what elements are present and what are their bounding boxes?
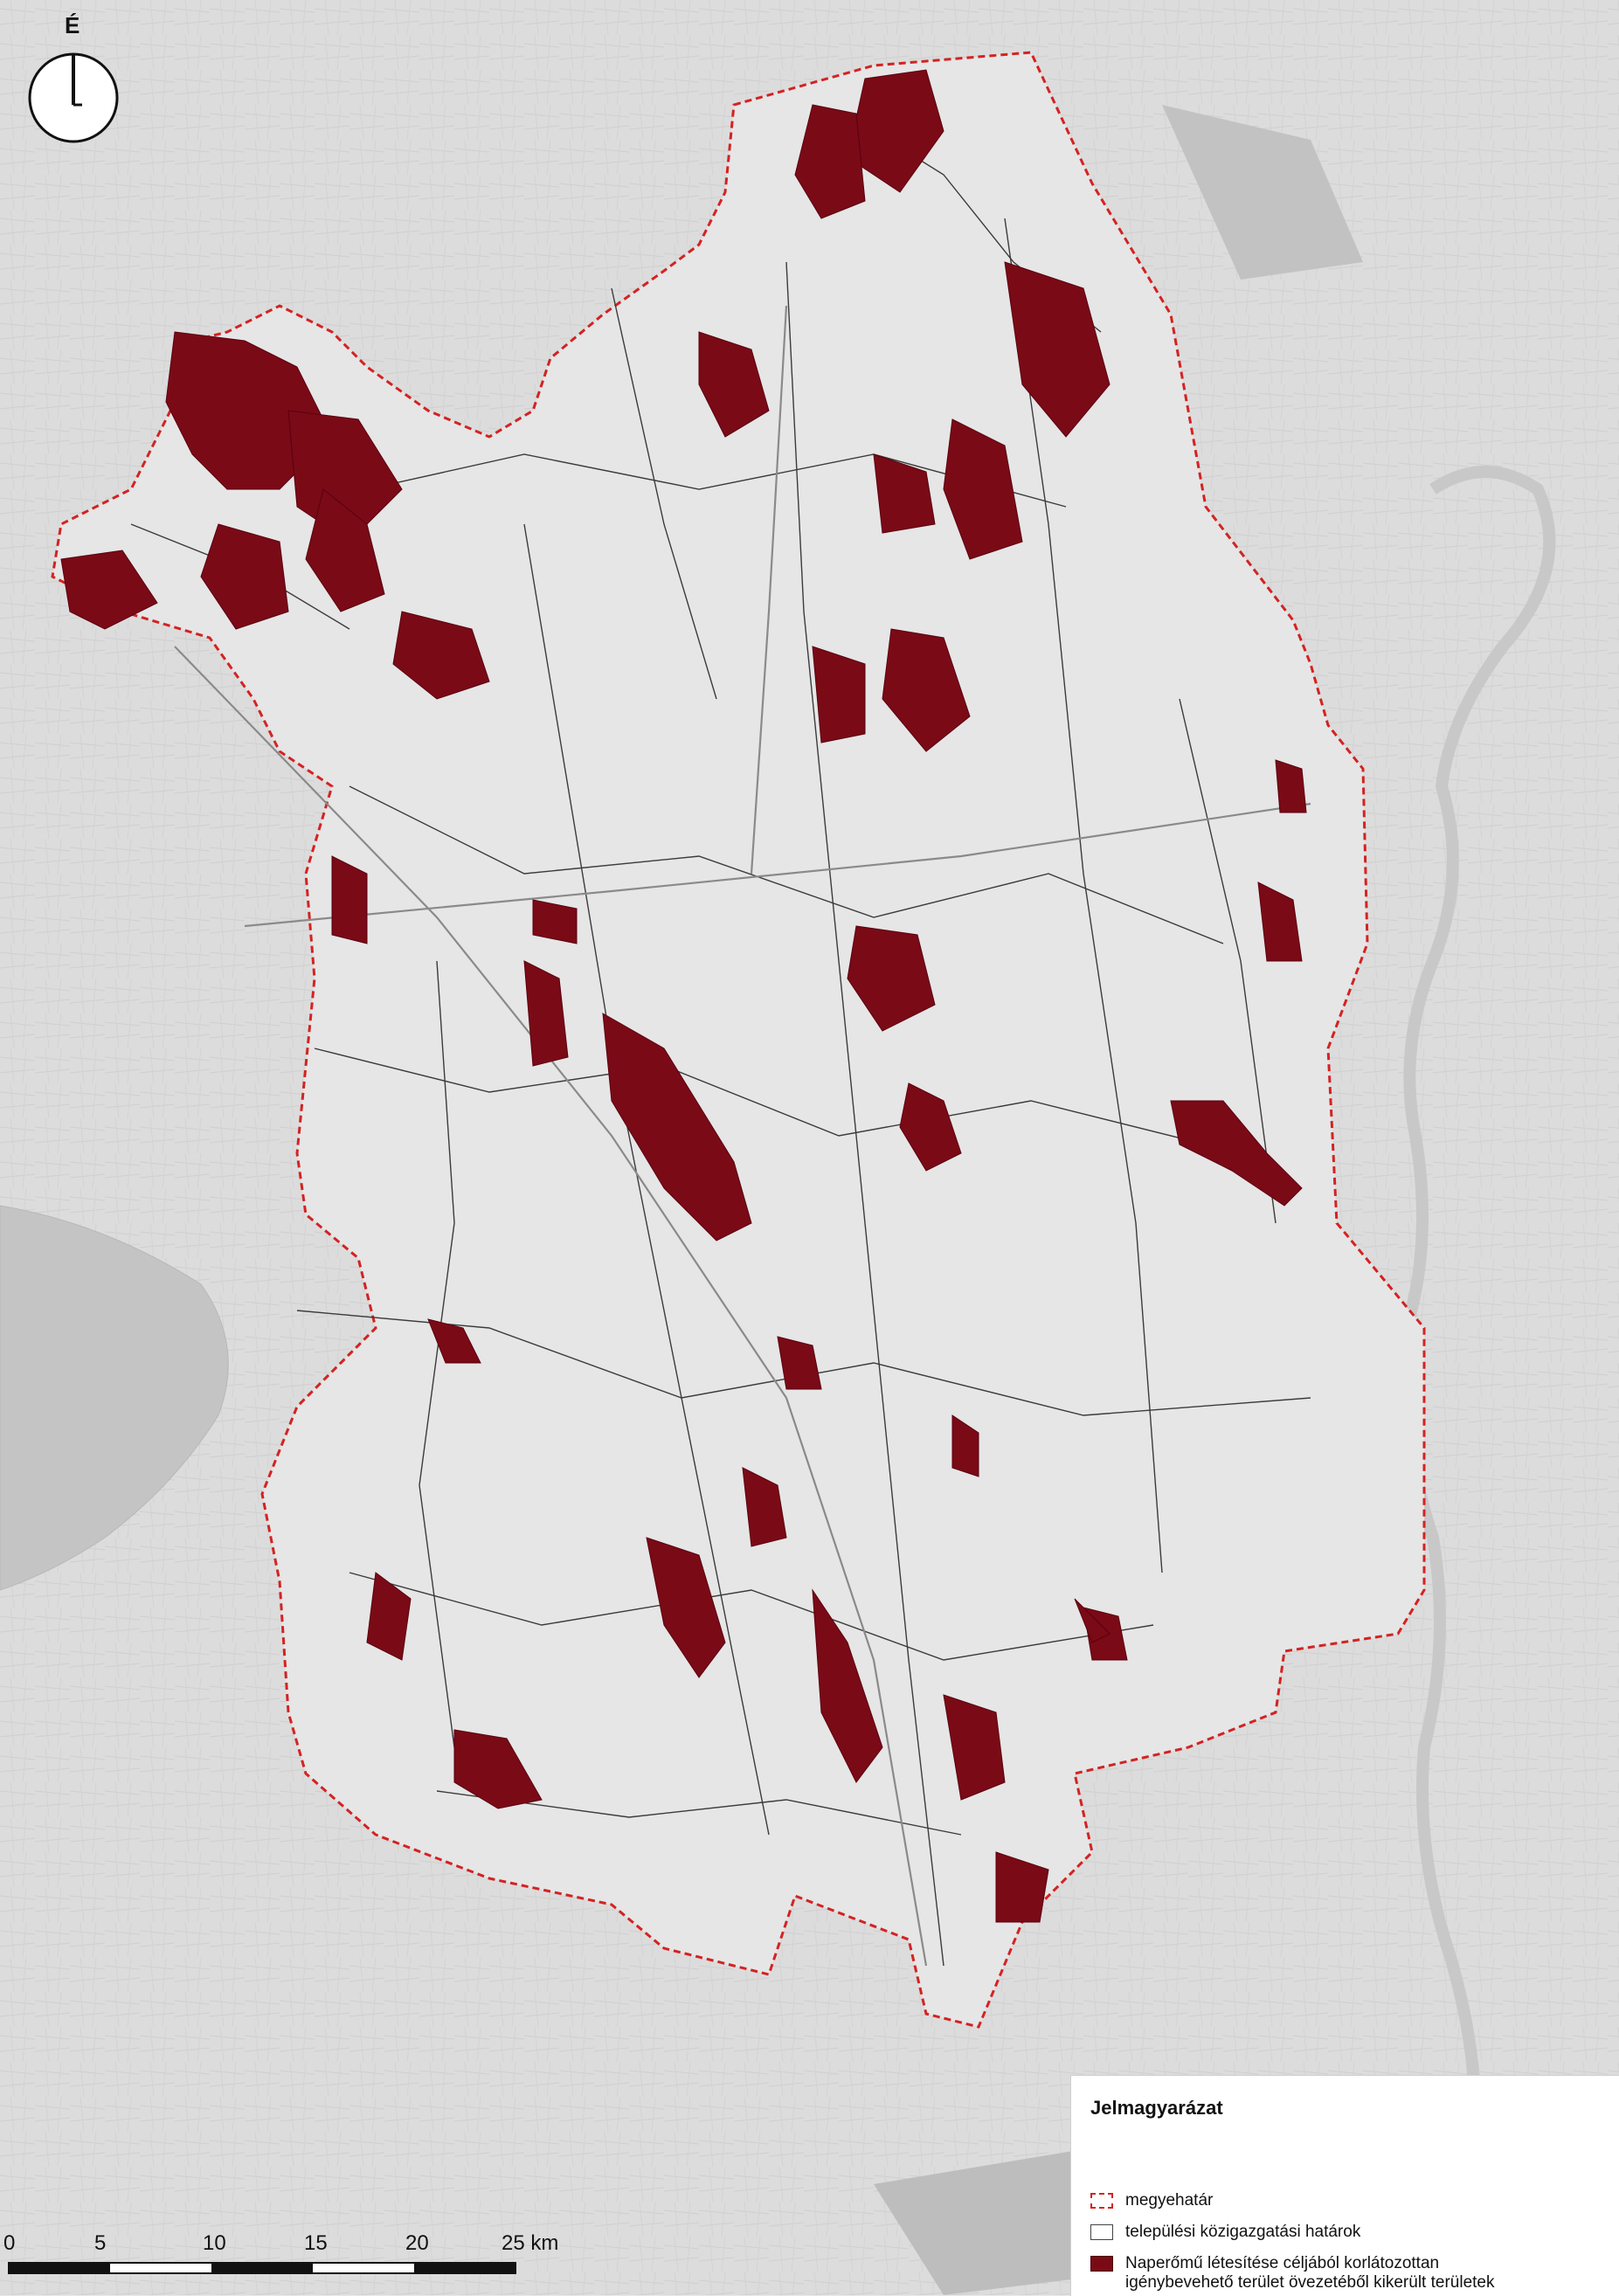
excluded-area	[899, 1082, 962, 1172]
excluded-area	[777, 1336, 822, 1390]
excluded-area	[943, 1694, 1006, 1801]
scale-tick-label: 10	[203, 2231, 226, 2255]
excluded-area	[1275, 759, 1307, 813]
gray-woodland-2	[1162, 105, 1363, 280]
excluded-areas	[60, 69, 1307, 1923]
north-label: É	[65, 12, 80, 38]
settlement-border-swatch	[1090, 2224, 1113, 2240]
scale-tick-label: 5	[94, 2231, 107, 2255]
legend-item-county-border: megyehatár	[1090, 2191, 1440, 2210]
excluded-area	[331, 855, 368, 944]
excluded-area	[812, 1588, 883, 1783]
excluded-area	[1004, 261, 1110, 438]
legend-item-excluded-area: Naperőmű létesítése céljából korlátozott…	[1090, 2254, 1510, 2293]
excluded-area	[646, 1537, 726, 1678]
excluded-area	[60, 550, 158, 630]
excluded-area	[1074, 1598, 1110, 1643]
excluded-area	[200, 523, 289, 630]
excluded-area-swatch	[1090, 2256, 1113, 2272]
excluded-area	[427, 1318, 481, 1364]
scale-tick-label: 0	[3, 2231, 16, 2255]
legend-item-label: megyehatár	[1125, 2191, 1214, 2210]
legend-panel: Jelmagyarázat megyehatár települési közi…	[1070, 2075, 1619, 2296]
excluded-area	[523, 960, 569, 1067]
scale-tick-label: 25 km	[502, 2231, 559, 2255]
north-arrow	[24, 17, 122, 149]
legend-item-label: települési közigazgatási határok	[1125, 2223, 1361, 2241]
excluded-area	[812, 646, 866, 743]
legend-item-settlement-border: települési közigazgatási határok	[1090, 2223, 1440, 2242]
lake-balaton	[0, 1205, 229, 1591]
excluded-area	[532, 899, 578, 944]
danube-river	[1399, 466, 1556, 2142]
scale-tick-label: 20	[405, 2231, 429, 2255]
excluded-area	[882, 628, 971, 752]
excluded-area	[698, 331, 770, 438]
excluded-area	[794, 104, 866, 219]
scale-tick-label: 15	[304, 2231, 328, 2255]
excluded-area	[1170, 1100, 1303, 1207]
excluded-area	[943, 418, 1023, 560]
main-roads	[174, 305, 1311, 1967]
legend-item-label: Naperőmű létesítése céljából korlátozott…	[1125, 2254, 1495, 2292]
legend-title: Jelmagyarázat	[1090, 2097, 1223, 2119]
excluded-area	[995, 1851, 1049, 1923]
county-area	[51, 51, 1426, 2029]
scale-bar-graphic	[8, 2262, 516, 2274]
excluded-area	[951, 1414, 979, 1477]
excluded-area	[305, 488, 385, 612]
excluded-area	[602, 1013, 752, 1241]
excluded-area	[1257, 882, 1303, 962]
excluded-area	[287, 410, 403, 543]
excluded-area	[366, 1572, 412, 1661]
excluded-area	[873, 453, 936, 534]
excluded-area	[847, 925, 936, 1032]
excluded-area	[453, 1729, 543, 1809]
county-border-swatch	[1090, 2193, 1113, 2209]
excluded-area	[392, 611, 490, 700]
excluded-area	[742, 1467, 787, 1547]
